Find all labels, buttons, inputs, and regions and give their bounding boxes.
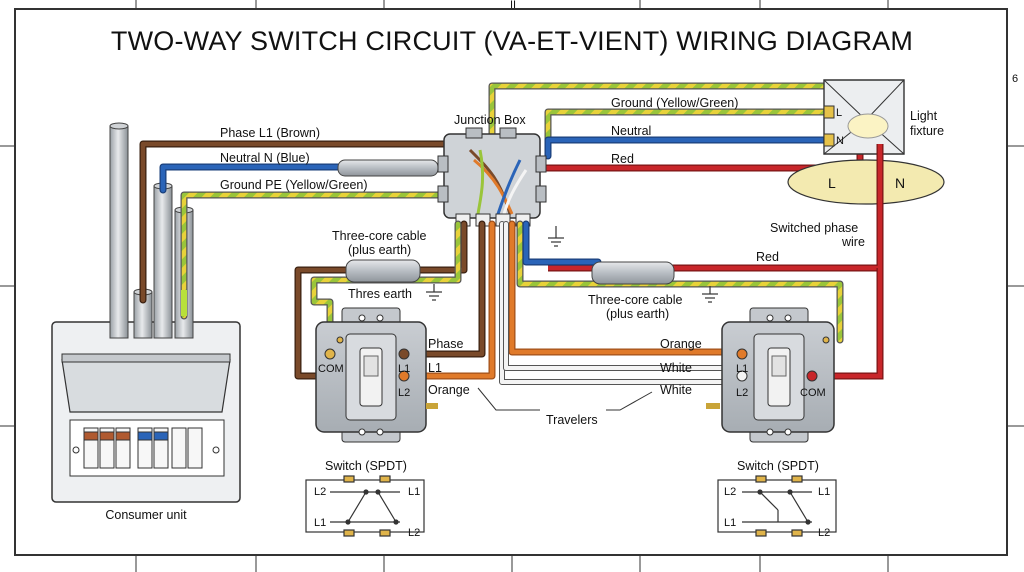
red-top-label: Red: [611, 152, 634, 166]
cable-left-label-2: (plus earth): [348, 243, 411, 257]
right-switch-symbol: [717, 475, 837, 537]
travelers-callout: [477, 387, 653, 411]
fixture-l-label: L: [828, 175, 836, 191]
left-switch-symbol: [305, 475, 425, 537]
white-label-2: White: [660, 383, 692, 397]
light-fixture: [548, 79, 945, 380]
fixture-n-label: N: [895, 175, 905, 191]
ground-yg-label: Ground (Yellow/Green): [611, 96, 738, 110]
right-switch: [706, 307, 835, 443]
top-border-mark: II: [510, 0, 516, 11]
right-switch-l1: L1: [736, 363, 748, 375]
thres-earth-label: Thres earth: [348, 287, 412, 301]
right-symbol-l1-left: L1: [724, 517, 736, 529]
left-switch-l1: L1: [398, 363, 410, 375]
phase-l1-brown-label: Phase L1 (Brown): [220, 126, 320, 140]
light-fixture-label-2: fixture: [910, 124, 944, 138]
left-switch: [315, 307, 438, 443]
fixture-terminal-n: N: [836, 135, 844, 147]
neutral-label: Neutral: [611, 124, 651, 138]
l1-left-label: L1: [428, 361, 442, 375]
fixture-terminal-l: L: [836, 107, 842, 119]
red-mid-label: Red: [756, 250, 779, 264]
cable-right-label-1: Three-core cable: [588, 293, 683, 307]
orange-left-label: Orange: [428, 383, 470, 397]
left-switch-l2: L2: [398, 387, 410, 399]
neutral-n-blue-label: Neutral N (Blue): [220, 151, 310, 165]
diagram-title: TWO-WAY SWITCH CIRCUIT (VA-ET-VIENT) WIR…: [110, 26, 914, 56]
right-switch-l2: L2: [736, 387, 748, 399]
left-cable-sleeve: [345, 259, 442, 301]
cable-left-label-1: Three-core cable: [332, 229, 427, 243]
left-symbol-l2-left: L2: [314, 486, 326, 498]
cable-right-label-2: (plus earth): [606, 307, 669, 321]
left-symbol-l1-left: L1: [314, 517, 326, 529]
right-cable-sleeve: [591, 261, 718, 303]
white-label-1: White: [660, 361, 692, 375]
right-border-mark: 6: [1012, 73, 1018, 85]
left-switch-cable: [294, 220, 496, 380]
right-switch-com: COM: [800, 387, 826, 399]
light-fixture-label-1: Light: [910, 109, 938, 123]
left-symbol-l2-right: L2: [408, 527, 420, 539]
switched-phase-label-1: Switched phase: [770, 221, 858, 235]
right-symbol-l2-left: L2: [724, 486, 736, 498]
right-switch-cable: [499, 220, 844, 385]
right-switch-caption: Switch (SPDT): [737, 459, 819, 473]
left-symbol-l1-right: L1: [408, 486, 420, 498]
left-switch-com: COM: [318, 363, 344, 375]
junction-box-label: Junction Box: [454, 113, 526, 127]
right-symbol-l1-right: L1: [818, 486, 830, 498]
consumer-unit: [51, 321, 241, 503]
right-symbol-l2-right: L2: [818, 527, 830, 539]
switched-phase-label-2: wire: [841, 235, 865, 249]
ground-pe-label: Ground PE (Yellow/Green): [220, 178, 368, 192]
phase-label: Phase: [428, 337, 463, 351]
left-switch-caption: Switch (SPDT): [325, 459, 407, 473]
orange-right-label: Orange: [660, 337, 702, 351]
travelers-label: Travelers: [546, 413, 598, 427]
consumer-unit-label: Consumer unit: [105, 508, 187, 522]
